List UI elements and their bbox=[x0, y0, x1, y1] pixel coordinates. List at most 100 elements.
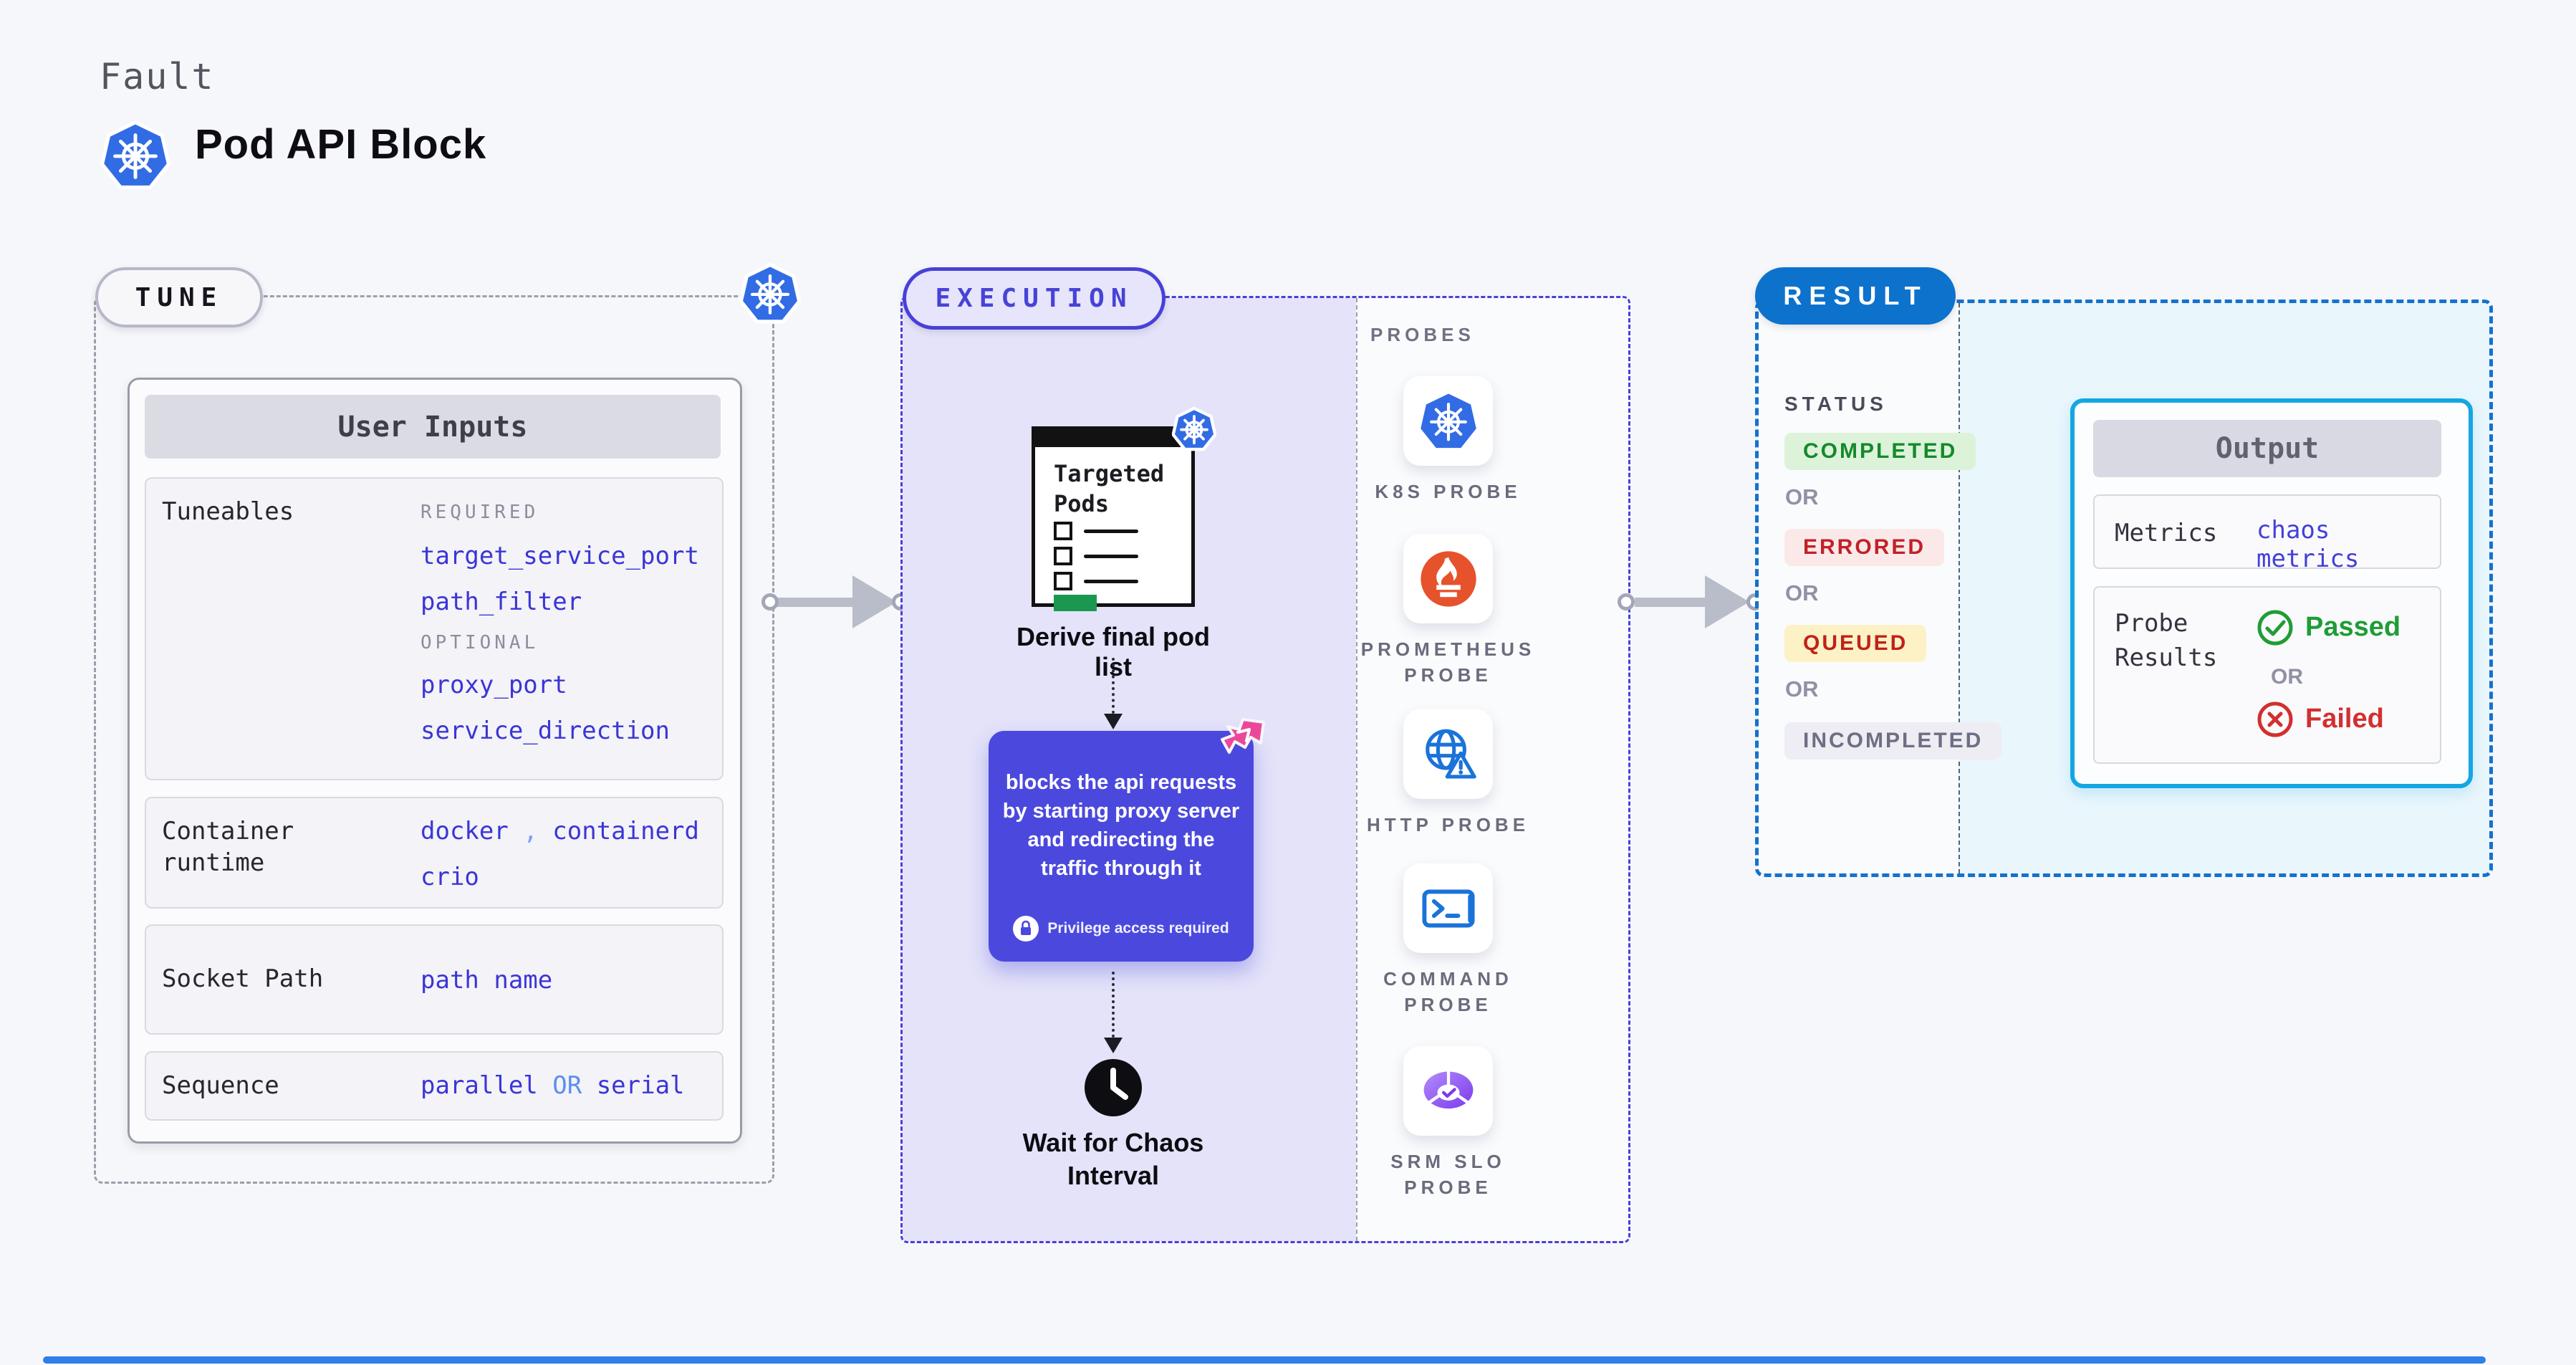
socket-path-row: Socket Path path name bbox=[145, 924, 724, 1035]
param-proxy-port: proxy_port bbox=[420, 671, 567, 699]
param-path-filter: path_filter bbox=[420, 588, 582, 616]
status-badge-completed: COMPLETED bbox=[1784, 433, 1976, 470]
checkbox-icon bbox=[1054, 522, 1072, 540]
status-badge-incompleted: INCOMPLETED bbox=[1784, 722, 2002, 760]
arrow-execution-to-result-head bbox=[1705, 575, 1749, 628]
tune-section-pill: TUNE bbox=[95, 267, 263, 327]
probe-label-prometheus-line1: PROMETHEUS bbox=[1360, 638, 1536, 660]
sequence-serial: serial bbox=[596, 1071, 685, 1100]
container-runtime-row: Container runtime docker , containerd cr… bbox=[145, 797, 724, 909]
metrics-label: Metrics bbox=[2115, 519, 2218, 547]
flow-arrow-icon bbox=[1104, 714, 1123, 729]
socket-path-value: path name bbox=[420, 966, 553, 995]
socket-path-label: Socket Path bbox=[162, 964, 324, 993]
targeted-pods-title: Targeted Pods bbox=[1054, 460, 1165, 517]
derive-final-pod-list-label: Derive final pod list bbox=[1016, 622, 1211, 681]
arrow-tune-to-execution-head bbox=[852, 575, 897, 628]
runtime-containerd: containerd bbox=[552, 817, 699, 846]
page-title: Pod API Block bbox=[195, 121, 487, 168]
sequence-label: Sequence bbox=[162, 1071, 279, 1100]
probe-results-row: Probe Results Passed OR Failed bbox=[2093, 586, 2441, 764]
optional-label: OPTIONAL bbox=[420, 632, 539, 653]
fault-description-text: blocks the api requests by starting prox… bbox=[1002, 771, 1240, 880]
targeted-pods-window: Targeted Pods bbox=[1032, 426, 1195, 611]
prometheus-icon bbox=[1420, 550, 1476, 607]
required-label: REQUIRED bbox=[420, 502, 539, 523]
status-or-separator: OR bbox=[1785, 676, 1819, 701]
probe-label-http: HTTP PROBE bbox=[1366, 814, 1530, 835]
execution-section-pill: EXECUTION bbox=[903, 267, 1166, 330]
kubernetes-corner-icon bbox=[739, 263, 801, 324]
status-badge-queued: QUEUED bbox=[1784, 625, 1927, 662]
flow-arrow-icon bbox=[1104, 1038, 1123, 1053]
output-box: Output Metrics chaos metrics Probe Resul… bbox=[2070, 398, 2473, 788]
runtime-crio: crio bbox=[420, 863, 479, 891]
passed-check-icon bbox=[2257, 610, 2293, 646]
arrow-execution-to-result bbox=[1635, 598, 1715, 607]
runtime-separator: , bbox=[523, 817, 538, 846]
container-runtime-label: Container runtime bbox=[162, 817, 294, 877]
user-inputs-header: User Inputs bbox=[145, 395, 721, 459]
status-label: STATUS bbox=[1784, 393, 1888, 415]
checkbox-icon bbox=[1054, 572, 1072, 590]
kubernetes-icon bbox=[1420, 393, 1476, 448]
connector-node bbox=[761, 593, 779, 610]
kubernetes-badge-icon bbox=[1172, 407, 1216, 451]
green-progress-bar bbox=[1054, 595, 1097, 611]
metrics-value: chaos metrics bbox=[2257, 516, 2360, 573]
status-or-separator: OR bbox=[1785, 484, 1819, 509]
checkbox-icon bbox=[1054, 547, 1072, 565]
probe-results-label: Probe Results bbox=[2115, 609, 2218, 672]
litmus-chaos-icon bbox=[1221, 718, 1265, 754]
param-service-direction: service_direction bbox=[420, 717, 670, 745]
sequence-or: OR bbox=[552, 1071, 582, 1100]
tuneables-row: Tuneables REQUIRED target_service_port p… bbox=[145, 477, 724, 780]
output-or-separator: OR bbox=[2271, 665, 2303, 689]
list-line bbox=[1084, 530, 1138, 533]
probe-card-command bbox=[1403, 863, 1493, 953]
failed-x-icon bbox=[2257, 701, 2293, 737]
terminal-icon bbox=[1421, 889, 1475, 927]
probes-column-label: PROBES bbox=[1370, 324, 1475, 345]
probe-label-srm-line1: SRM SLO bbox=[1390, 1151, 1506, 1172]
wait-for-chaos-interval-label: Wait for Chaos Interval bbox=[1022, 1128, 1204, 1190]
runtime-docker: docker bbox=[420, 817, 509, 846]
connector-node bbox=[1618, 593, 1635, 610]
bottom-blue-strip bbox=[43, 1356, 2486, 1364]
tune-section-box bbox=[94, 295, 774, 1184]
list-line bbox=[1084, 580, 1138, 583]
probe-card-prometheus bbox=[1403, 534, 1493, 623]
sequence-row: Sequence parallel OR serial bbox=[145, 1051, 724, 1121]
probe-label-srm-line2: PROBE bbox=[1404, 1177, 1492, 1198]
probe-card-srm-slo bbox=[1403, 1046, 1493, 1136]
sequence-parallel: parallel bbox=[420, 1071, 538, 1100]
lock-icon bbox=[1013, 916, 1039, 942]
slo-gauge-icon bbox=[1423, 1071, 1473, 1108]
tuneables-label: Tuneables bbox=[162, 497, 294, 526]
fault-category-label: Fault bbox=[100, 56, 215, 97]
metrics-row: Metrics chaos metrics bbox=[2093, 494, 2441, 573]
flow-connector bbox=[1112, 972, 1115, 1038]
flow-connector bbox=[1112, 658, 1115, 714]
probe-card-k8s bbox=[1403, 376, 1493, 466]
privilege-note: Privilege access required bbox=[1047, 920, 1229, 937]
list-line bbox=[1084, 555, 1138, 558]
probe-label-command-line2: PROBE bbox=[1404, 994, 1492, 1015]
result-section-pill: RESULT bbox=[1755, 267, 1956, 325]
status-badge-errored: ERRORED bbox=[1784, 529, 1945, 566]
probe-label-command-line1: COMMAND bbox=[1383, 968, 1513, 990]
output-header: Output bbox=[2093, 420, 2441, 477]
probe-label-prometheus-line2: PROBE bbox=[1404, 664, 1492, 686]
probe-card-http bbox=[1403, 709, 1493, 799]
status-or-separator: OR bbox=[1785, 580, 1819, 605]
clock-icon bbox=[1085, 1059, 1142, 1116]
probes-area bbox=[1356, 298, 1628, 1241]
http-globe-warning-icon bbox=[1425, 729, 1476, 779]
probe-label-k8s: K8S PROBE bbox=[1375, 481, 1522, 502]
fault-description-card: blocks the api requests by starting prox… bbox=[989, 718, 1265, 962]
failed-label: Failed bbox=[2305, 704, 2384, 734]
kubernetes-logo-icon bbox=[100, 120, 170, 189]
window-titlebar bbox=[1035, 430, 1191, 447]
arrow-tune-to-execution bbox=[777, 598, 860, 607]
